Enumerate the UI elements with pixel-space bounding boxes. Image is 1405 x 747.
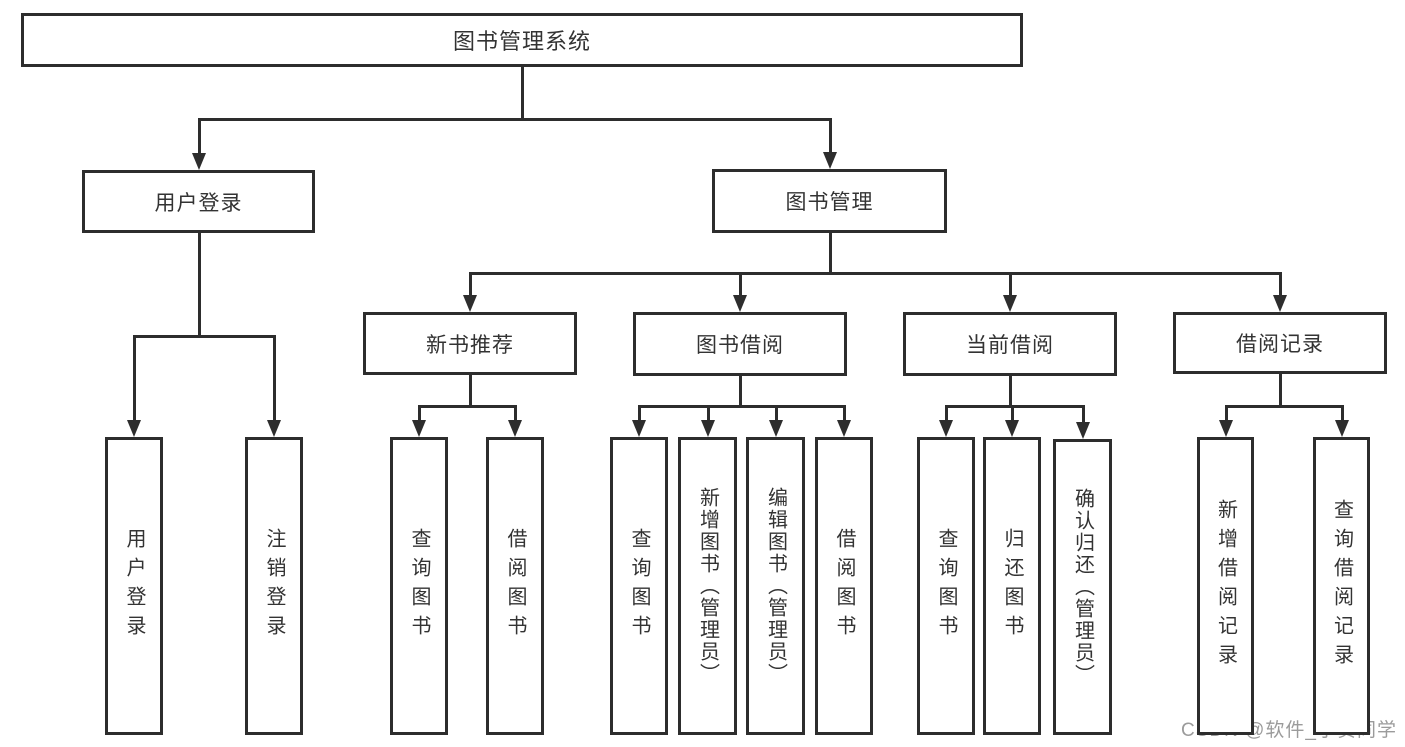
diagram-node-login-user: 用户登录 (105, 437, 163, 735)
arrow-down-icon (1076, 422, 1090, 439)
connector-line (198, 233, 201, 338)
arrow-down-icon (837, 420, 851, 437)
diagram-node-nb-borrow: 借阅图书 (486, 437, 544, 735)
diagram-node-label: 确认归还（管理员） (1071, 488, 1094, 686)
diagram-node-newbook: 新书推荐 (363, 312, 577, 375)
connector-line (1011, 405, 1014, 422)
connector-line (1009, 272, 1012, 297)
arrow-down-icon (412, 420, 426, 437)
connector-line (521, 67, 524, 121)
connector-line (469, 272, 1282, 275)
diagram-node-label: 借阅记录 (1236, 333, 1324, 356)
arrow-down-icon (733, 295, 747, 312)
diagram-node-cur-return: 归还图书 (983, 437, 1041, 735)
arrow-down-icon (508, 420, 522, 437)
arrow-down-icon (1005, 420, 1019, 437)
diagram-node-label: 用户登录 (154, 191, 243, 215)
arrow-down-icon (192, 153, 206, 170)
connector-line (739, 272, 742, 297)
connector-line (829, 118, 832, 154)
arrow-down-icon (632, 420, 646, 437)
connector-line (1341, 405, 1344, 422)
connector-line (638, 405, 846, 408)
connector-line (707, 405, 710, 422)
diagram-node-label: 图书借阅 (696, 334, 784, 357)
diagram-node-label: 新书推荐 (426, 333, 514, 357)
diagram-node-records: 借阅记录 (1173, 312, 1387, 374)
diagram-node-rec-add: 新增借阅记录 (1197, 437, 1254, 735)
connector-line (1279, 272, 1282, 297)
diagram-node-label: 用户登录 (123, 528, 145, 644)
connector-line (945, 405, 948, 422)
connector-line (133, 335, 136, 422)
diagram-node-nb-query: 查询图书 (390, 437, 448, 735)
connector-line (843, 405, 846, 422)
connector-line (198, 118, 201, 155)
connector-line (514, 405, 517, 422)
arrow-down-icon (1219, 420, 1233, 437)
diagram-node-label: 新增图书（管理员） (696, 487, 719, 685)
arrow-down-icon (769, 420, 783, 437)
diagram-node-login-out: 注销登录 (245, 437, 303, 735)
diagram-node-label: 图书管理系统 (452, 29, 591, 54)
diagram-node-label: 查询图书 (408, 528, 430, 644)
connector-line (1225, 405, 1344, 408)
diagram-node-mgmt: 图书管理 (712, 169, 947, 233)
diagram-node-login: 用户登录 (82, 170, 315, 233)
diagram-node-label: 注销登录 (263, 528, 285, 644)
connector-line (945, 405, 1085, 408)
diagram-node-root: 图书管理系统 (21, 13, 1023, 67)
connector-line (418, 405, 517, 408)
diagram-node-current: 当前借阅 (903, 312, 1117, 376)
connector-line (198, 118, 832, 121)
diagram-node-label: 归还图书 (1001, 528, 1023, 644)
diagram-node-label: 查询图书 (935, 528, 957, 644)
arrow-down-icon (1003, 295, 1017, 312)
connector-line (469, 272, 472, 297)
diagram-node-borrow: 图书借阅 (633, 312, 847, 376)
arrow-down-icon (463, 295, 477, 312)
diagram-node-label: 查询图书 (628, 528, 650, 644)
arrow-down-icon (267, 420, 281, 437)
diagram-node-label: 借阅图书 (504, 528, 526, 644)
connector-line (775, 405, 778, 422)
diagram-node-cur-confirm: 确认归还（管理员） (1053, 439, 1112, 735)
diagram-node-bw-query: 查询图书 (610, 437, 668, 735)
arrow-down-icon (1273, 295, 1287, 312)
diagram-node-bw-borrow: 借阅图书 (815, 437, 873, 735)
connector-line (1225, 405, 1228, 422)
arrow-down-icon (127, 420, 141, 437)
connector-line (418, 405, 421, 422)
connector-line (1009, 376, 1012, 408)
diagram-node-cur-query: 查询图书 (917, 437, 975, 735)
diagram-node-label: 查询借阅记录 (1330, 499, 1353, 673)
arrow-down-icon (823, 152, 837, 169)
diagram-node-bw-add: 新增图书（管理员） (678, 437, 737, 735)
diagram-node-label: 借阅图书 (833, 528, 855, 644)
connector-line (469, 375, 472, 408)
diagram-node-label: 图书管理 (785, 191, 874, 214)
connector-line (829, 233, 832, 275)
connector-line (638, 405, 641, 422)
arrow-down-icon (939, 420, 953, 437)
diagram-node-label: 新增借阅记录 (1214, 499, 1237, 673)
arrow-down-icon (701, 420, 715, 437)
connector-line (273, 335, 276, 422)
connector-line (1279, 374, 1282, 408)
diagram-node-label: 当前借阅 (966, 334, 1054, 357)
diagram-node-rec-query: 查询借阅记录 (1313, 437, 1370, 735)
diagram-node-bw-edit: 编辑图书（管理员） (746, 437, 805, 735)
connector-line (1082, 405, 1085, 424)
connector-line (739, 376, 742, 408)
connector-line (133, 335, 276, 338)
arrow-down-icon (1335, 420, 1349, 437)
diagram-node-label: 编辑图书（管理员） (764, 487, 787, 685)
